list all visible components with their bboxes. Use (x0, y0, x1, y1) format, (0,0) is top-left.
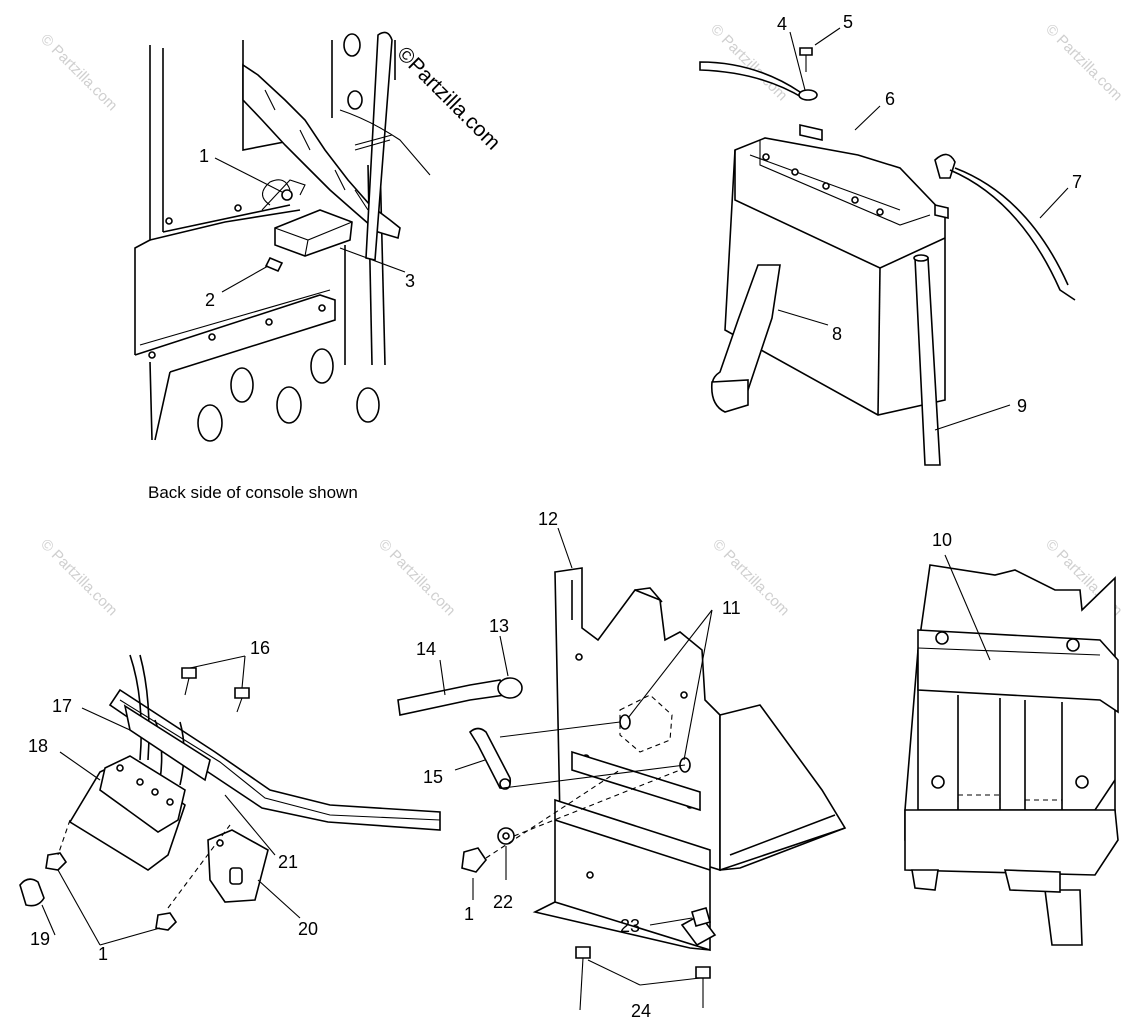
box-tab (911, 869, 939, 891)
callout-12: 12 (538, 509, 558, 529)
callout-2: 2 (205, 290, 215, 310)
console-hole (347, 90, 363, 110)
callout-1: 1 (98, 944, 108, 964)
wiring-harness (242, 63, 401, 240)
callout-18: 18 (28, 736, 48, 756)
rivet (165, 217, 173, 225)
callout-9: 9 (1017, 396, 1027, 416)
battery-box (904, 564, 1116, 841)
battery-box-view (904, 554, 1119, 946)
terminal-13 (497, 677, 523, 699)
callout-10: 10 (932, 530, 952, 550)
callout-17: 17 (52, 696, 72, 716)
screw-16 (234, 687, 250, 699)
nut-1 (461, 847, 487, 873)
regulator (274, 209, 353, 257)
conduit (365, 31, 393, 261)
console-hole (230, 367, 254, 403)
callout-22: 22 (493, 892, 513, 912)
box-tab (1044, 889, 1083, 946)
vent-cap (791, 168, 799, 176)
callout-14: 14 (416, 639, 436, 659)
callout-15: 15 (423, 767, 443, 787)
rivet (148, 351, 156, 359)
watermark: © Partzilla.com (1042, 21, 1125, 104)
callout-3: 3 (405, 271, 415, 291)
rivet (234, 204, 242, 212)
console-hole (310, 348, 334, 384)
callout-6: 6 (885, 89, 895, 109)
battery-view (699, 27, 1076, 466)
screw-5 (799, 47, 813, 56)
bolt-24 (575, 946, 591, 959)
callout-24: 24 (631, 1001, 651, 1021)
bracket-side (719, 704, 847, 871)
nut-1 (281, 189, 293, 201)
nut-1 (155, 912, 178, 931)
callout-13: 13 (489, 616, 509, 636)
callout-11: 11 (722, 598, 741, 618)
callout-7: 7 (1072, 172, 1082, 192)
rivet (265, 318, 273, 326)
callout-19: 19 (30, 929, 50, 949)
battery-bracket-view (397, 527, 847, 1011)
screw-2 (264, 256, 284, 273)
bolt-24 (695, 966, 711, 979)
mount-hole (1066, 638, 1080, 652)
callout-21: 21 (278, 852, 298, 872)
watermark: © Partzilla.com (37, 31, 120, 114)
nut-23 (691, 907, 711, 927)
terminal-post (934, 203, 949, 220)
box-base (904, 809, 1119, 876)
nut-1 (45, 852, 68, 871)
callout-20: 20 (298, 919, 318, 939)
caption: Back side of console shown (148, 483, 358, 502)
console-back-view (134, 31, 431, 442)
partzilla-logo: ©Partzilla.com (392, 42, 504, 154)
vent-cap (876, 208, 884, 216)
strap-hook (710, 379, 749, 413)
regulator-fins (99, 755, 186, 833)
vent-cap (851, 196, 859, 204)
terminal-washer (798, 89, 818, 101)
watermark-layer: © Partzilla.com © Partzilla.com © Partzi… (37, 21, 1125, 619)
cable-14 (397, 679, 507, 716)
terminal-post (799, 123, 823, 142)
mount-hole (931, 775, 945, 789)
vent-cap (822, 182, 830, 190)
bracket-17 (123, 704, 211, 782)
rivet (208, 333, 216, 341)
mount-hole (935, 631, 949, 645)
console-hole (197, 404, 223, 442)
callout-1: 1 (464, 904, 474, 924)
regulator-mount-view (19, 654, 441, 946)
callout-16: 16 (250, 638, 270, 658)
watermark: © Partzilla.com (375, 536, 458, 619)
box-strap (917, 629, 1119, 714)
cable-boot (934, 153, 956, 179)
callout-23: 23 (620, 916, 640, 936)
console-hole (276, 386, 302, 424)
box-tab (1003, 869, 1061, 893)
callout-5: 5 (843, 12, 853, 32)
mount-plate-20 (207, 829, 269, 903)
console-hole (343, 33, 361, 57)
cap-19 (19, 878, 45, 907)
tube-end (913, 254, 929, 262)
watermark: © Partzilla.com (37, 536, 120, 619)
rivet (318, 304, 326, 312)
vent-cap (762, 153, 770, 161)
callout-1: 1 (199, 146, 209, 166)
callout-8: 8 (832, 324, 842, 344)
console-hole (356, 387, 380, 423)
mount-hole (1075, 775, 1089, 789)
screw-16 (181, 667, 197, 679)
callout-4: 4 (777, 14, 787, 34)
